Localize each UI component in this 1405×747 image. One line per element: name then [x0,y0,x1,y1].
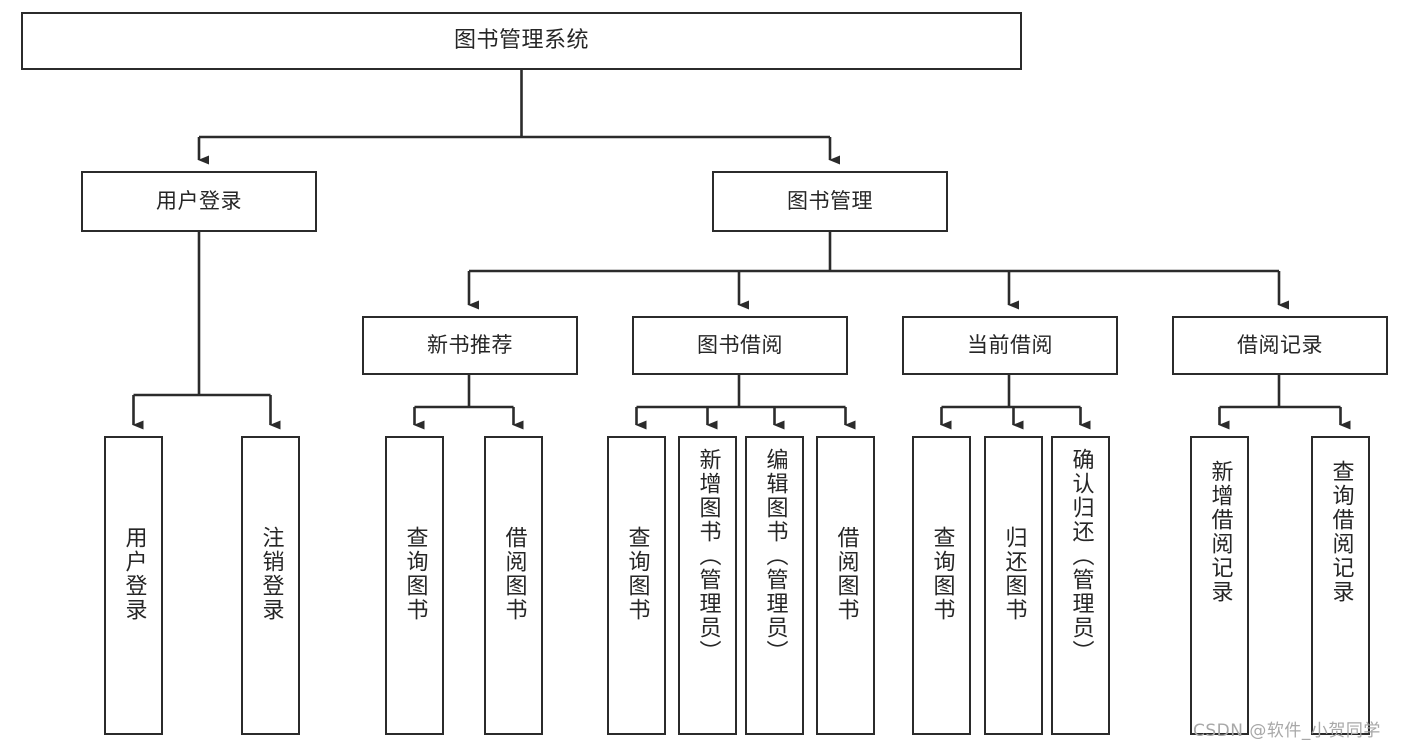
edge-group-root [197,70,840,165]
leaf-query-book-bor[interactable]: 查询图书 [607,436,666,735]
leaf-query-book-rec[interactable]: 查询图书 [385,436,444,735]
edge-group-current-borrow [940,375,1091,430]
leaf-return-book-label: 归还图书 [1001,526,1027,622]
leaf-query-book-cur[interactable]: 查询图书 [912,436,971,735]
leaf-borrow-book-rec-label: 借阅图书 [501,526,527,622]
edge-group-user-login [132,232,281,430]
node-book-manage[interactable]: 图书管理 [712,171,948,232]
edge-group-new-book-rec [413,375,524,430]
leaf-user-logout[interactable]: 注销登录 [241,436,300,735]
leaf-borrow-book-rec[interactable]: 借阅图书 [484,436,543,735]
leaf-add-record-label: 新增借阅记录 [1207,460,1233,604]
leaf-query-record[interactable]: 查询借阅记录 [1311,436,1370,735]
csdn-watermark: CSDN @软件_小贺同学 [1193,721,1381,741]
node-current-borrow[interactable]: 当前借阅 [902,316,1118,375]
node-current-borrow-label: 当前借阅 [967,333,1053,358]
node-new-book-rec[interactable]: 新书推荐 [362,316,578,375]
leaf-confirm-return-label: 确认归还（管理员） [1068,448,1094,664]
leaf-query-book-rec-label: 查询图书 [402,526,428,622]
node-borrow-record[interactable]: 借阅记录 [1172,316,1388,375]
node-user-login[interactable]: 用户登录 [81,171,317,232]
leaf-add-record[interactable]: 新增借阅记录 [1190,436,1249,735]
leaf-query-book-bor-label: 查询图书 [624,526,650,622]
node-book-manage-label: 图书管理 [787,189,873,214]
node-borrow-record-label: 借阅记录 [1237,333,1323,358]
leaf-borrow-book-bor[interactable]: 借阅图书 [816,436,875,735]
node-root[interactable]: 图书管理系统 [21,12,1022,70]
leaf-query-record-label: 查询借阅记录 [1328,460,1354,604]
leaf-return-book[interactable]: 归还图书 [984,436,1043,735]
leaf-edit-book[interactable]: 编辑图书（管理员） [745,436,804,735]
leaf-confirm-return[interactable]: 确认归还（管理员） [1051,436,1110,735]
leaf-add-book-label: 新增图书（管理员） [695,448,721,664]
leaf-user-logout-label: 注销登录 [258,526,284,622]
node-book-borrow[interactable]: 图书借阅 [632,316,848,375]
leaf-add-book[interactable]: 新增图书（管理员） [678,436,737,735]
node-book-borrow-label: 图书借阅 [697,333,783,358]
node-user-login-label: 用户登录 [156,189,242,214]
leaf-query-book-cur-label: 查询图书 [929,526,955,622]
node-root-label: 图书管理系统 [453,28,589,54]
leaf-user-login-label: 用户登录 [121,526,147,622]
node-new-book-rec-label: 新书推荐 [427,333,513,358]
edge-group-borrow-record [1218,375,1351,430]
leaf-borrow-book-bor-label: 借阅图书 [833,526,859,622]
leaf-user-login[interactable]: 用户登录 [104,436,163,735]
leaf-edit-book-label: 编辑图书（管理员） [762,448,788,664]
edge-group-book-borrow [635,375,856,430]
edge-group-book-manage [467,232,1289,310]
